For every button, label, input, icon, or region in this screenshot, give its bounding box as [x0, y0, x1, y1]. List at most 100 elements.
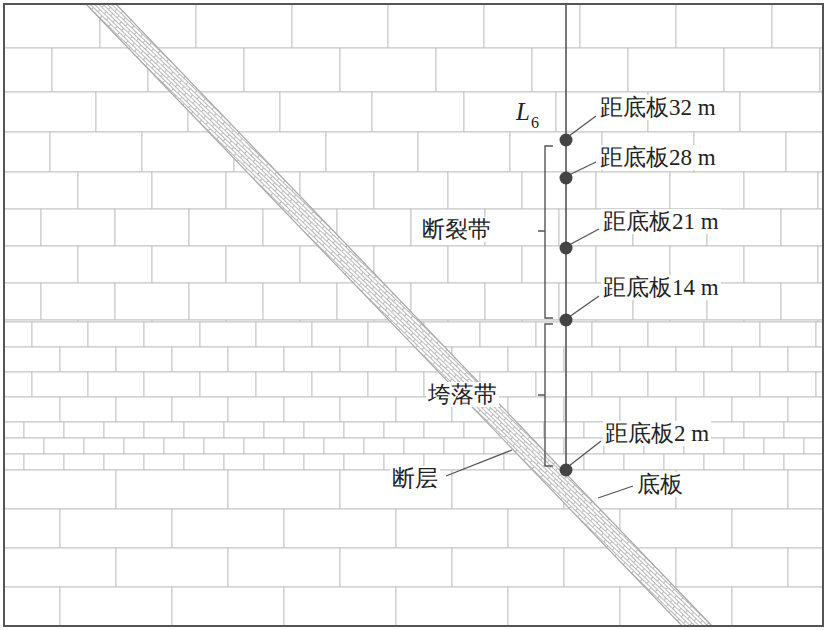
- rock-brick: [704, 372, 760, 397]
- rock-brick: [4, 548, 116, 587]
- rock-brick: [52, 48, 148, 92]
- rock-brick: [522, 172, 596, 209]
- rock-brick: [732, 509, 823, 548]
- callout-label: 断裂带: [420, 217, 493, 242]
- rock-brick: [284, 438, 324, 454]
- rock-brick: [4, 322, 32, 347]
- rock-brick: [200, 322, 256, 347]
- rock-brick: [781, 209, 823, 246]
- rock-brick: [388, 4, 484, 48]
- rock-brick: [4, 48, 52, 92]
- rock-brick: [648, 372, 704, 397]
- rock-brick: [564, 438, 604, 454]
- rock-brick: [744, 454, 784, 470]
- rock-brick: [326, 132, 418, 172]
- rock-brick: [744, 422, 784, 438]
- rock-brick: [256, 372, 312, 397]
- rock-brick: [152, 172, 226, 209]
- rock-brick: [676, 548, 788, 587]
- rock-brick: [620, 509, 732, 548]
- rock-brick: [788, 397, 823, 422]
- rock-brick: [676, 397, 732, 422]
- callout-label: 断层: [390, 466, 440, 491]
- rock-brick: [24, 454, 64, 470]
- rock-brick: [189, 283, 263, 320]
- rock-brick: [508, 397, 564, 422]
- rock-brick: [396, 587, 508, 626]
- rock-brick: [592, 322, 648, 347]
- rock-brick: [196, 4, 292, 48]
- rock-brick: [724, 438, 764, 454]
- rock-brick: [464, 92, 556, 132]
- rock-brick: [256, 322, 312, 347]
- rock-brick: [172, 397, 228, 422]
- rock-brick: [485, 209, 559, 246]
- rock-brick: [284, 397, 340, 422]
- rock-brick: [284, 587, 396, 626]
- rock-brick: [60, 397, 116, 422]
- rock-brick: [340, 48, 436, 92]
- rock-brick: [88, 372, 144, 397]
- rock-brick: [189, 209, 263, 246]
- rock-brick: [648, 322, 704, 347]
- rock-brick: [144, 372, 200, 397]
- rock-brick: [228, 548, 340, 587]
- rock-brick: [364, 438, 404, 454]
- rock-brick: [184, 422, 224, 438]
- rock-brick: [784, 422, 823, 438]
- rock-brick: [172, 587, 284, 626]
- rock-brick: [724, 48, 820, 92]
- rock-brick: [344, 454, 384, 470]
- rock-layers: [4, 4, 823, 626]
- rock-brick: [816, 322, 823, 347]
- rock-brick: [224, 454, 264, 470]
- rock-brick: [244, 48, 340, 92]
- rock-brick: [584, 454, 624, 470]
- rock-brick: [411, 283, 485, 320]
- rock-brick: [704, 322, 760, 347]
- rock-brick: [244, 438, 284, 454]
- rock-brick: [4, 397, 60, 422]
- rock-brick: [312, 372, 368, 397]
- rock-brick: [464, 454, 504, 470]
- rock-brick: [224, 422, 264, 438]
- rock-brick: [280, 92, 372, 132]
- rock-brick: [4, 4, 100, 48]
- callout-label: 底板: [635, 472, 685, 497]
- rock-brick: [788, 347, 823, 372]
- rock-brick: [532, 48, 628, 92]
- rock-brick: [88, 322, 144, 347]
- rock-brick: [228, 470, 340, 509]
- rock-brick: [104, 454, 144, 470]
- rock-brick: [172, 347, 228, 372]
- rock-brick: [96, 92, 188, 132]
- rock-brick: [41, 209, 115, 246]
- rock-brick: [564, 397, 620, 422]
- rock-brick: [368, 372, 424, 397]
- rock-brick: [292, 4, 388, 48]
- rock-brick: [424, 422, 464, 438]
- rock-brick: [396, 509, 508, 548]
- rock-brick: [4, 509, 60, 548]
- rock-brick: [116, 347, 172, 372]
- rock-brick: [374, 172, 448, 209]
- rock-brick: [740, 92, 823, 132]
- rock-brick: [448, 246, 522, 283]
- rock-brick: [4, 454, 24, 470]
- rock-brick: [624, 454, 664, 470]
- rock-brick: [78, 172, 152, 209]
- rock-brick: [200, 372, 256, 397]
- rock-brick: [172, 509, 284, 548]
- rock-brick: [284, 347, 340, 372]
- rock-brick: [4, 92, 96, 132]
- rock-brick: [116, 397, 172, 422]
- rock-brick: [816, 372, 823, 397]
- rock-brick: [788, 470, 823, 509]
- rock-brick: [4, 470, 116, 509]
- rock-brick: [564, 347, 620, 372]
- rock-brick: [448, 172, 522, 209]
- rock-brick: [452, 548, 564, 587]
- rock-brick: [760, 322, 816, 347]
- rock-brick: [204, 438, 244, 454]
- rock-brick: [124, 438, 164, 454]
